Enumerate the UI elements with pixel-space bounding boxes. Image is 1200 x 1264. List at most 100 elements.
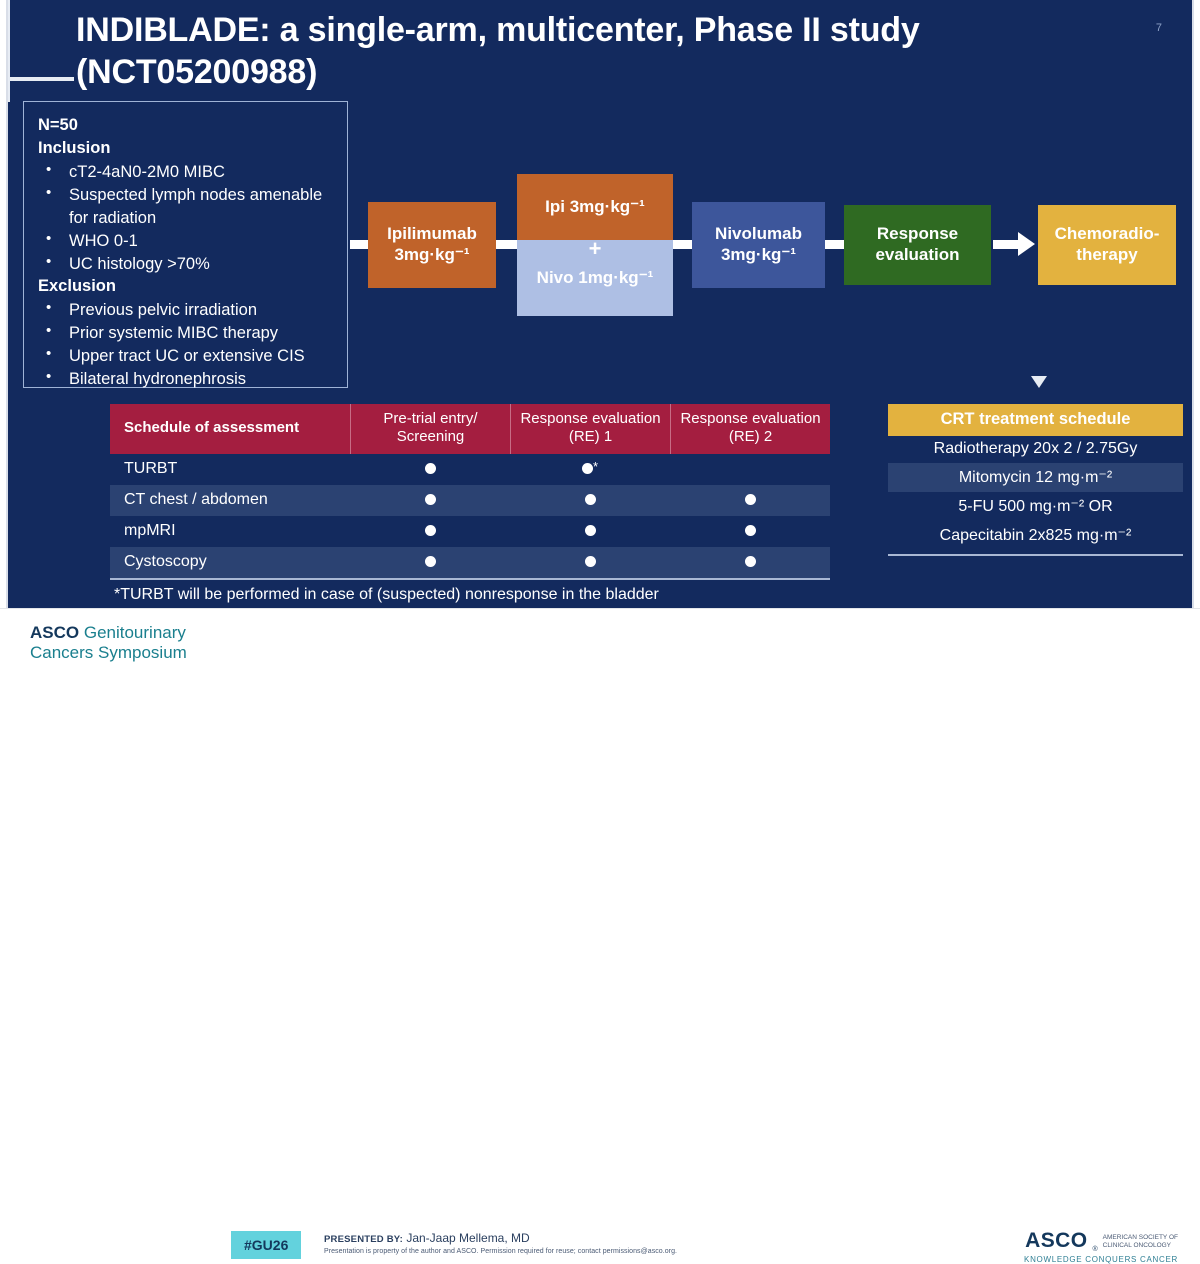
list-item: Bilateral hydronephrosis — [38, 367, 333, 391]
row-label: Cystoscopy — [124, 553, 207, 571]
asco-subtitle-line-2: CLINICAL ONCOLOGY — [1102, 1241, 1172, 1249]
asco-wordmark: ASCO — [1025, 1229, 1088, 1252]
presenter-block: PRESENTED BY: Jan-Jaap Mellema, MD Prese… — [324, 1231, 677, 1255]
registered-trademark-icon: ® — [1092, 1246, 1098, 1253]
cell-re1 — [510, 522, 670, 540]
divider — [110, 577, 830, 580]
cell-re1 — [510, 491, 670, 509]
inclusion-heading: Inclusion — [38, 139, 111, 158]
table-row: CT chest / abdomen — [110, 484, 830, 516]
cell-screening — [350, 553, 510, 571]
filled-dot-icon — [581, 463, 593, 475]
slide-footer: ASCO Genitourinary Cancers Symposium #GU… — [0, 608, 1200, 1264]
symposium-line-2: Cancers Symposium — [30, 643, 187, 663]
arrow-down-icon — [1031, 376, 1047, 388]
eligibility-criteria-box: N=50 Inclusion cT2-4aN0-2M0 MIBC Suspect… — [23, 101, 348, 388]
table-row: mpMRI — [110, 516, 830, 547]
slide-body: INDIBLADE: a single-arm, multicenter, Ph… — [6, 0, 1194, 608]
row-label: CT chest / abdomen — [124, 491, 268, 509]
filled-dot-icon — [424, 494, 436, 506]
list-item: UC histology >70% — [38, 252, 333, 276]
crt-schedule-row: Radiotherapy 20x 2 / 2.75Gy — [933, 440, 1138, 457]
cell-re1: * — [510, 460, 670, 478]
exclusion-list: Previous pelvic irradiation Prior system… — [38, 298, 333, 391]
symposium-logo: ASCO Genitourinary Cancers Symposium — [30, 623, 187, 664]
column-header-re2: Response evaluation (RE) 2 — [670, 404, 830, 454]
connector-line — [671, 240, 694, 249]
flow-step-nivolumab: Nivolumab 3mg·kg⁻¹ — [692, 202, 825, 288]
flow-step-label: Nivolumab — [715, 224, 802, 244]
cell-screening — [350, 522, 510, 540]
column-header-assessment: Schedule of assessment — [124, 419, 300, 437]
page-number: 7 — [1155, 22, 1162, 34]
cell-screening — [350, 491, 510, 509]
combo-bottom-label: Nivo 1mg·kg⁻¹ — [536, 267, 654, 287]
flow-step-label: therapy — [1076, 245, 1138, 264]
cell-screening — [350, 460, 510, 478]
asco-logo: ASCO ® AMERICAN SOCIETY OF CLINICAL ONCOL… — [1024, 1229, 1178, 1264]
crt-treatment-schedule: CRT treatment schedule Radiotherapy 20x … — [888, 404, 1183, 556]
filled-dot-icon — [424, 556, 436, 568]
flow-step-label: evaluation — [875, 245, 960, 264]
column-header-re1: Response evaluation (RE) 1 — [510, 404, 670, 454]
column-header-screening: Pre-trial entry/ Screening — [350, 404, 510, 454]
crt-schedule-header: CRT treatment schedule — [888, 404, 1183, 436]
flow-step-ipilimumab: Ipilimumab 3mg·kg⁻¹ — [368, 202, 496, 288]
sample-size-label: N=50 — [38, 116, 78, 134]
filled-dot-icon — [424, 463, 436, 475]
table-footnote: *TURBT will be performed in case of (sus… — [114, 585, 659, 603]
cell-re1 — [510, 553, 670, 571]
inclusion-list: cT2-4aN0-2M0 MIBC Suspected lymph nodes … — [38, 160, 333, 276]
plus-icon: + — [588, 236, 602, 261]
hashtag-badge: #GU26 — [231, 1231, 302, 1259]
connector-line — [350, 240, 370, 249]
flow-step-response-evaluation: Response evaluation — [844, 205, 991, 285]
row-label: TURBT — [124, 460, 178, 478]
asco-subtitle-line-1: AMERICAN SOCIETY OF — [1102, 1233, 1178, 1241]
table-row: Cystoscopy — [110, 546, 830, 578]
permission-text: Presentation is property of the author a… — [324, 1248, 678, 1255]
filled-dot-icon — [584, 525, 596, 537]
presenter-name: Jan-Jaap Mellema, MD — [406, 1231, 530, 1245]
list-item: Upper tract UC or extensive CIS — [38, 344, 333, 368]
filled-dot-icon — [584, 494, 596, 506]
filled-dot-icon — [584, 556, 596, 568]
arrow-stem — [993, 240, 1020, 249]
filled-dot-icon — [744, 556, 756, 568]
assessment-table: Schedule of assessment Pre-trial entry/ … — [110, 404, 830, 604]
flow-step-dose: 3mg·kg⁻¹ — [394, 245, 470, 264]
filled-dot-icon — [744, 494, 756, 506]
crt-schedule-row: 5-FU 500 mg·m⁻² OR — [958, 498, 1113, 515]
table-header-row: Schedule of assessment Pre-trial entry/ … — [110, 404, 830, 454]
cell-re2 — [670, 553, 830, 571]
cell-re2 — [670, 522, 830, 540]
filled-dot-icon — [744, 525, 756, 537]
symposium-line-1: Genitourinary — [79, 623, 186, 642]
slide: INDIBLADE: a single-arm, multicenter, Ph… — [0, 0, 1200, 673]
list-item: Prior systemic MIBC therapy — [38, 321, 333, 345]
elbow-connector-segment — [6, 81, 10, 102]
divider — [888, 554, 1183, 556]
list-item: Suspected lymph nodes amenable for radia… — [38, 183, 333, 230]
list-item: Previous pelvic irradiation — [38, 298, 333, 322]
table-row: TURBT * — [110, 454, 830, 485]
presented-by-label: PRESENTED BY: — [324, 1234, 403, 1245]
footnote-asterisk: * — [592, 459, 599, 475]
cell-re2 — [670, 491, 830, 509]
elbow-connector-segment — [6, 77, 74, 81]
combo-top-label: Ipi 3mg·kg⁻¹ — [517, 174, 673, 240]
flow-step-label: Chemoradio- — [1054, 224, 1160, 244]
elbow-connector-segment — [6, 0, 10, 77]
crt-schedule-row: Capecitabin 2x825 mg·m⁻² — [939, 527, 1132, 544]
flow-step-dose: 3mg·kg⁻¹ — [720, 245, 797, 264]
list-item: WHO 0-1 — [38, 229, 333, 253]
flow-step-label: Ipilimumab — [387, 224, 477, 244]
connector-line — [494, 240, 519, 249]
asco-tagline: KNOWLEDGE CONQUERS CANCER — [1024, 1255, 1178, 1264]
flow-step-label: Response — [876, 224, 959, 244]
filled-dot-icon — [424, 525, 436, 537]
exclusion-heading: Exclusion — [38, 277, 116, 296]
flow-step-chemoradiotherapy: Chemoradio- therapy — [1038, 205, 1176, 285]
crt-schedule-row: Mitomycin 12 mg·m⁻² — [888, 463, 1183, 492]
list-item: cT2-4aN0-2M0 MIBC — [38, 160, 333, 184]
